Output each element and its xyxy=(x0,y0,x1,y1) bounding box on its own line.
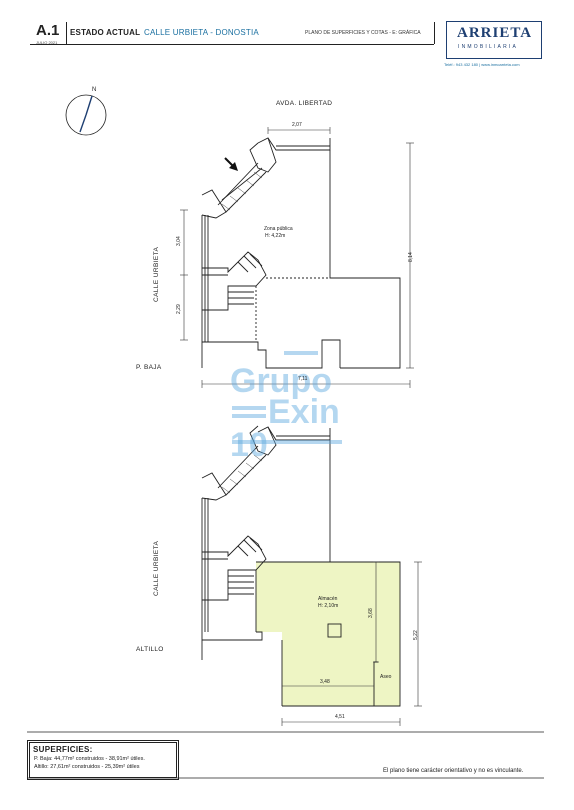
room-name-public-zone: Zona pública xyxy=(264,226,293,232)
compass-icon xyxy=(65,94,107,136)
header-divider-1 xyxy=(66,22,67,44)
surfaces-summary-inner xyxy=(29,742,177,778)
room-height-ground: H: 4,22m xyxy=(265,233,286,239)
room-height-mezzanine: H: 2,10m xyxy=(318,603,339,609)
sheet-date: JULIO 2021 xyxy=(36,40,58,45)
document-description: PLANO DE SUPERFICIES Y COTAS - E: GRÁFIC… xyxy=(305,30,421,36)
watermark: Grupo Exin 10 xyxy=(230,351,342,464)
room-name-toilet: Aseo xyxy=(380,674,392,680)
disclaimer-text: El plano tiene carácter orientativo y no… xyxy=(383,768,524,774)
summary-mezzanine: Altillo: 27,61m² construidos - 25,39m² ú… xyxy=(34,764,140,770)
dimension-207: 2,07 xyxy=(292,122,302,128)
dimension-368: 3,68 xyxy=(368,608,374,618)
mezzanine-walls xyxy=(201,425,401,707)
mezzanine-bay-hatch xyxy=(221,454,263,494)
dimension-304: 3,04 xyxy=(176,236,182,246)
mezzanine-dimensions xyxy=(281,561,422,726)
street-label-side-1: CALLE URBIETA xyxy=(153,246,160,302)
logo-name: ARRIETA xyxy=(457,25,533,41)
summary-ground-floor: P. Baja: 44,77m² construidos - 38,91m² ú… xyxy=(34,756,145,762)
floor-name-mezzanine: ALTILLO xyxy=(136,646,164,653)
logo-contact: Teléf.: 943 432 180 | www.inmoarrieta.co… xyxy=(444,62,520,67)
watermark-line-1: Grupo xyxy=(230,362,332,400)
header-underline xyxy=(30,44,434,45)
dimension-451: 4,51 xyxy=(335,714,345,720)
ground-floor-dimensions xyxy=(180,127,414,388)
document-title: ESTADO ACTUAL xyxy=(70,28,141,37)
ground-floor-walls xyxy=(201,137,401,369)
document-location: CALLE URBIETA - DONOSTIA xyxy=(144,28,259,37)
watermark-line-3: 10 xyxy=(230,426,268,464)
dimension-229: 2,29 xyxy=(176,304,182,314)
company-logo xyxy=(446,21,542,59)
dimension-522: 5,22 xyxy=(413,630,419,640)
summary-title: SUPERFICIES: xyxy=(33,745,93,754)
entrance-arrow-icon xyxy=(224,157,238,171)
dimension-814: 8,14 xyxy=(408,252,414,262)
street-label-side-2: CALLE URBIETA xyxy=(153,540,160,596)
street-label-top: AVDA. LIBERTAD xyxy=(276,100,333,107)
sheet-number: A.1 xyxy=(36,22,60,39)
surfaces-summary xyxy=(27,740,179,780)
room-name-storage: Almacén xyxy=(318,596,338,602)
dimension-711: 7,11 xyxy=(298,376,308,382)
logo-subtitle: INMOBILIARIA xyxy=(458,44,519,50)
header-divider-2 xyxy=(434,22,435,44)
ground-floor-bay-hatch xyxy=(221,171,263,211)
watermark-line-2: Exin xyxy=(268,393,340,431)
compass-label: N xyxy=(92,87,97,93)
dimension-348: 3,48 xyxy=(320,679,330,685)
floor-name-ground: P. BAJA xyxy=(136,364,162,371)
